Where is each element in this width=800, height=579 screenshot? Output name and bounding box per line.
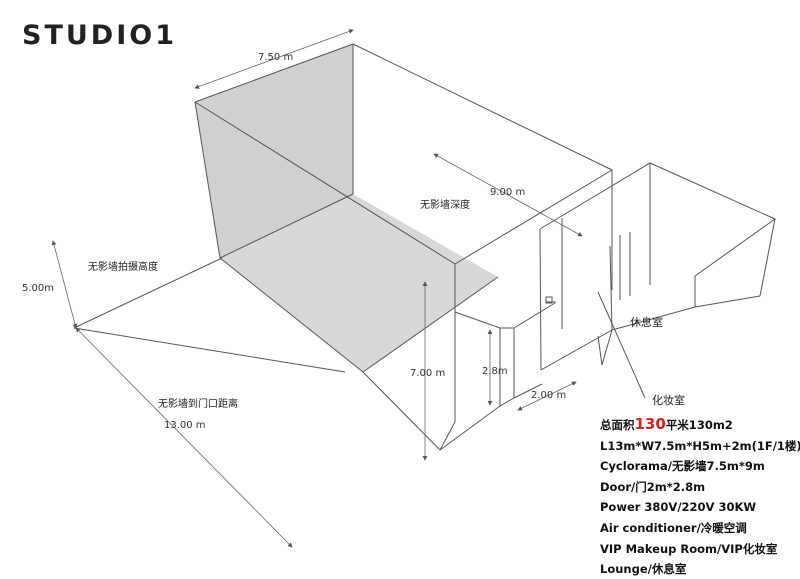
spec-size: L13m*W7.5m*H5m+2m(1F/1楼) [600,438,800,453]
label-distance-to-door: 无影墙到门口距离 [158,397,238,410]
dim-wall-height: 7.00 m [410,368,445,379]
label-lounge: 休息室 [630,315,663,329]
studio-edges [73,43,777,451]
spec-area: 总面积130平米130m2 [600,415,733,433]
area-highlight: 130 [634,415,666,433]
cyclorama-floor [220,194,498,372]
spec-list: 总面积130平米130m2 L13m*W7.5m*H5m+2m(1F/1楼) C… [600,414,800,579]
spec-vip: VIP Makeup Room/VIP化妆室 [600,541,778,556]
dim-door-height: 2.8m [482,366,508,377]
label-cyclorama-depth: 无影墙深度 [420,198,470,211]
spec-air: Air conditioner/冷暖空调 [600,520,747,535]
dim-length: 13.00 m [164,420,206,431]
label-shooting-height: 无影墙拍摄高度 [88,260,158,273]
spec-door: Door/门2m*2.8m [600,479,706,494]
dim-cyclorama-width: 7.50 m [258,52,293,63]
dim-height: 5.00m [22,283,54,294]
page-title: STUDIO1 [22,20,177,51]
label-makeup-room: 化妆室 [652,393,685,407]
dim-door-width: 2.00 m [531,390,566,401]
spec-cyclorama: Cyclorama/无影墙7.5m*9m [600,459,765,474]
dimension-lines [51,29,583,548]
dim-depth: 9.00 m [490,187,525,198]
spec-power: Power 380V/220V 30KW [600,500,757,515]
spec-lounge: Lounge/休息室 [600,562,687,577]
